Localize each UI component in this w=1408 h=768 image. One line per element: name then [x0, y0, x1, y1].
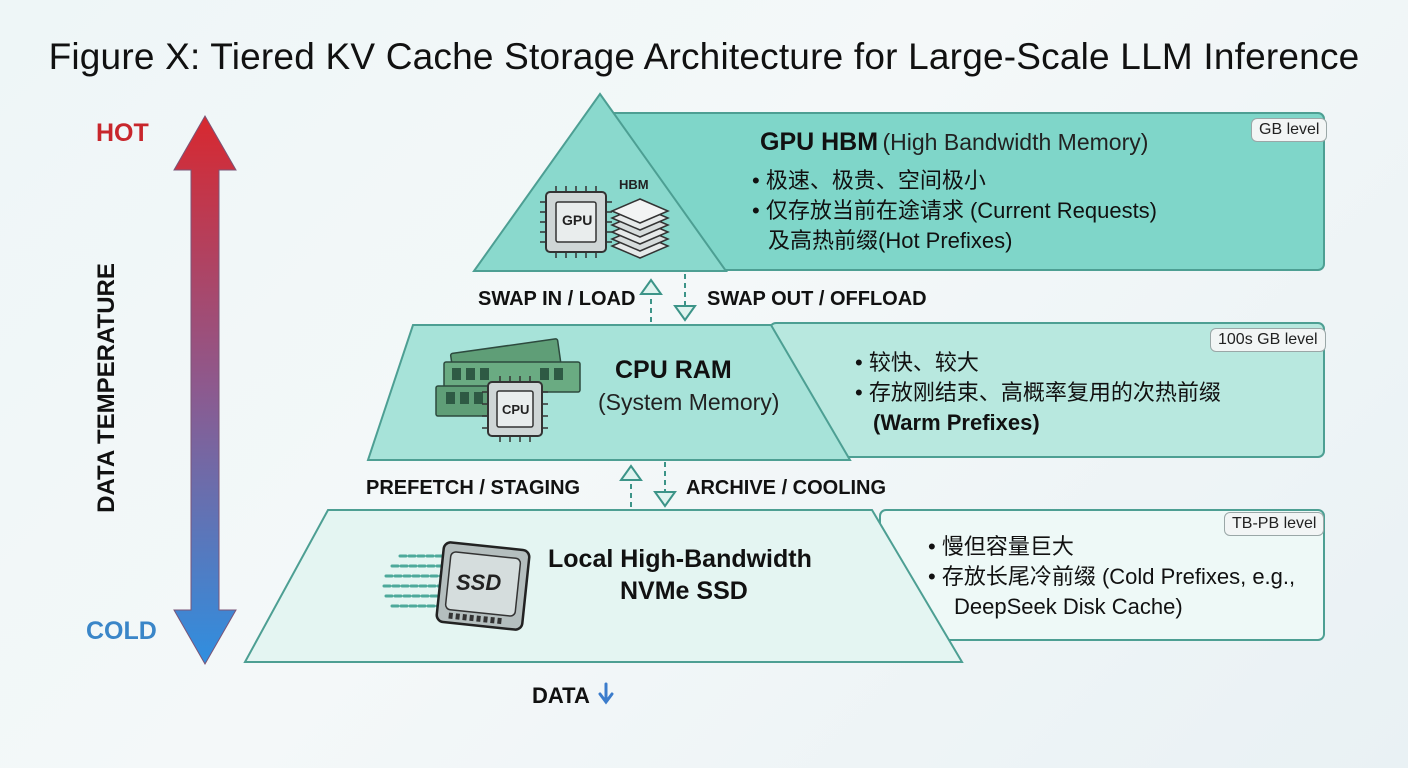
archive-label: ARCHIVE / COOLING [686, 477, 887, 499]
list-item: • 慢但容量巨大 [928, 534, 1074, 559]
page-title: Figure X: Tiered KV Cache Storage Archit… [48, 36, 1360, 77]
prefetch-label: PREFETCH / STAGING [366, 477, 581, 499]
cpu-capacity-badge: 100s GB level [1210, 328, 1326, 352]
ssd-tier-shape [243, 509, 964, 663]
list-item-continuation: DeepSeek Disk Cache) [954, 594, 1183, 619]
cpu-chip-label: CPU [502, 402, 530, 417]
list-item-continuation: (Warm Prefixes) [873, 410, 1040, 435]
list-item: • 极速、极贵、空间极小 [752, 168, 986, 193]
gpu-tier-subtitle: (High Bandwidth Memory) [882, 129, 1149, 155]
prefetch-arrow [619, 464, 643, 507]
gpu-tier-title: GPU HBM [760, 128, 879, 156]
ssd-capacity-badge: TB-PB level [1224, 512, 1325, 536]
swap-in-arrow [639, 278, 663, 322]
gpu-tier-heading: GPU HBM (High Bandwidth Memory) [760, 128, 1148, 157]
list-item-continuation: 及高热前缀(Hot Prefixes) [768, 228, 1013, 253]
hbm-stack-label: HBM [619, 177, 649, 192]
temperature-axis-label: DATA TEMPERATURE [93, 263, 120, 513]
gpu-chip-icon [540, 186, 612, 258]
swap-out-arrow [673, 274, 697, 322]
hot-label: HOT [96, 119, 149, 147]
ssd-tier-title-line1: Local High-Bandwidth [548, 545, 812, 573]
data-down-arrow-icon [598, 682, 614, 705]
ssd-tier-title-line2: NVMe SSD [620, 577, 748, 605]
data-label: DATA [532, 683, 590, 708]
list-item: • 存放长尾冷前缀 (Cold Prefixes, e.g., [928, 564, 1296, 589]
ssd-drive-label: SSD [456, 570, 502, 595]
list-item: • 存放刚结束、高概率复用的次热前缀 [855, 380, 1221, 405]
temperature-arrow [173, 114, 237, 666]
list-item: • 仅存放当前在途请求 (Current Requests) [752, 198, 1158, 223]
archive-arrow [653, 462, 677, 508]
cpu-tier-bullets: • 较快、较大 • 存放刚结束、高概率复用的次热前缀 (Warm Prefixe… [855, 348, 1221, 438]
ssd-drive-icon [435, 541, 531, 631]
gpu-tier-bullets: • 极速、极贵、空间极小 • 仅存放当前在途请求 (Current Reques… [752, 166, 1157, 256]
cpu-tier-title: CPU RAM [615, 356, 732, 384]
cold-label: COLD [86, 617, 157, 645]
gpu-capacity-badge: GB level [1251, 118, 1328, 142]
cpu-chip-icon [482, 376, 548, 442]
cpu-tier-subtitle: (System Memory) [598, 389, 780, 415]
list-item: • 较快、较大 [855, 350, 979, 375]
hbm-stack-icon [610, 198, 670, 259]
swap-in-label: SWAP IN / LOAD [478, 288, 636, 310]
ssd-tier-bullets: • 慢但容量巨大 • 存放长尾冷前缀 (Cold Prefixes, e.g.,… [928, 532, 1295, 622]
gpu-chip-label: GPU [562, 212, 593, 228]
ram-sticks-icon [435, 338, 581, 417]
swap-out-label: SWAP OUT / OFFLOAD [707, 288, 927, 310]
